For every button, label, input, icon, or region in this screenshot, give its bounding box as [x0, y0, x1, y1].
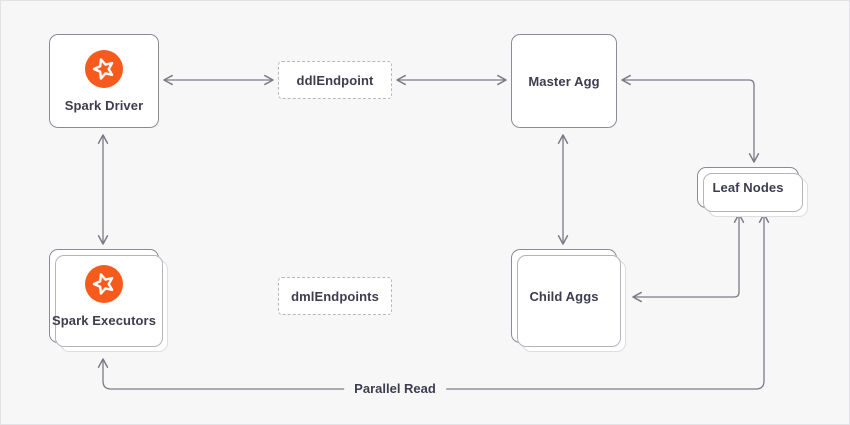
node-label: Spark Executors: [51, 312, 157, 328]
spark-logo-icon: [85, 49, 123, 88]
node-label: ddlEndpoint: [296, 72, 374, 88]
node-dml-endpoints: dmlEndpoints: [278, 277, 392, 315]
node-label: Leaf Nodes: [712, 180, 784, 195]
node-label: Child Aggs: [529, 288, 599, 304]
node-label: Spark Driver: [64, 97, 144, 113]
node-spark-executors: Spark Executors: [49, 249, 159, 343]
node-label: Master Agg: [528, 73, 600, 89]
node-spark-driver: Spark Driver: [49, 34, 159, 128]
node-child-aggs: Child Aggs: [511, 249, 617, 343]
node-ddl-endpoint: ddlEndpoint: [278, 61, 392, 99]
node-leaf-nodes: Leaf Nodes: [697, 167, 799, 208]
edge-master-agg-leaf-nodes: [621, 74, 760, 163]
edge-parallel-read: [97, 213, 770, 390]
edge-child-aggs-leaf-nodes: [632, 213, 745, 303]
spark-logo-icon: [85, 264, 123, 303]
parallel-read-label: Parallel Read: [344, 381, 446, 397]
node-label: dmlEndpoints: [291, 288, 379, 304]
node-master-agg: Master Agg: [511, 34, 617, 128]
